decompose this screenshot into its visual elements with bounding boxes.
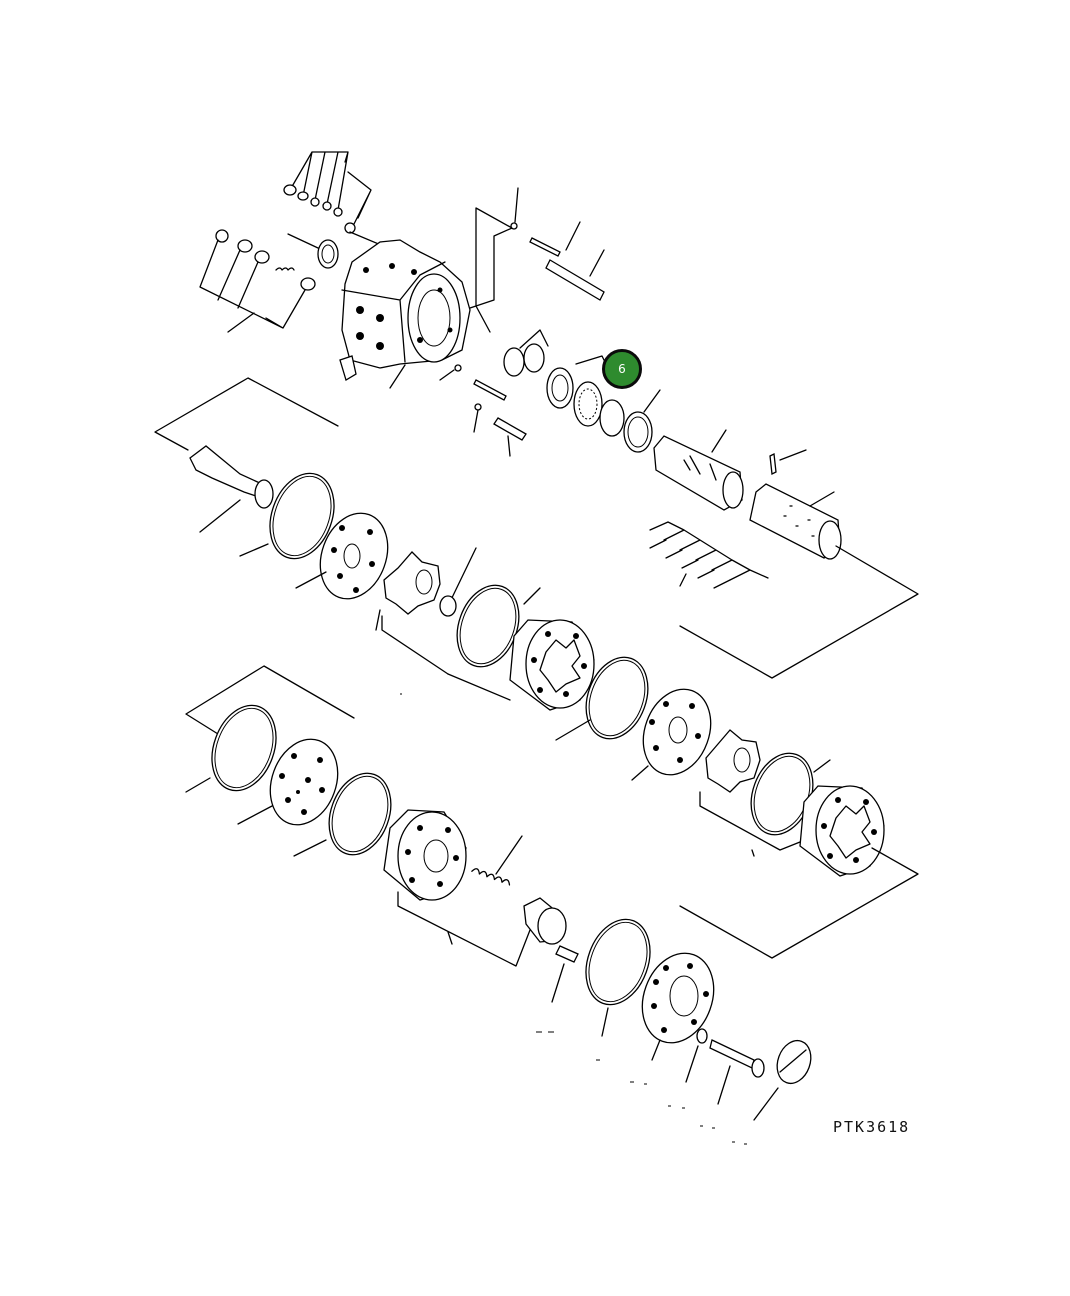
o-ring-5 [328, 772, 392, 856]
valve-housing [341, 239, 471, 389]
spacer-plate [295, 512, 389, 600]
star-rotor-2 [705, 729, 761, 793]
drive-link-small [439, 595, 457, 617]
cap-plug [753, 1039, 812, 1121]
fitting-group-top [283, 151, 389, 249]
gerotor-housing-2 [799, 785, 885, 877]
gerotor-housing-1 [509, 619, 595, 711]
leader-plug [397, 891, 531, 967]
end-cap-plate [383, 809, 467, 901]
centering-springs [649, 521, 769, 589]
o-ring-3 [585, 656, 649, 740]
pin-group-top-right [510, 187, 605, 301]
callout-marker[interactable]: 6 [602, 349, 642, 389]
fitting-group-left [199, 229, 339, 333]
leader-housing-1 [375, 609, 511, 701]
check-valve-plug [523, 897, 567, 945]
check-spring [471, 868, 511, 886]
drive-shaft [189, 445, 274, 533]
washer [696, 1028, 708, 1044]
small-parts-middle [339, 355, 527, 457]
leader-bracket-lower [185, 665, 355, 735]
o-ring-1 [269, 472, 335, 560]
seal-group [503, 329, 661, 453]
o-ring-4 [211, 704, 277, 792]
pin-lower [555, 945, 579, 963]
star-rotor-1 [383, 551, 441, 615]
spool-sleeve [653, 429, 842, 560]
o-ring-6 [585, 918, 651, 1006]
leader-bracket-upper [154, 377, 919, 679]
leader-rotor-1 [381, 547, 477, 675]
leader-bracket-top [469, 207, 513, 333]
spacer-plate-2 [237, 738, 339, 826]
spacer-plate-3 [631, 688, 712, 781]
end-cover [641, 952, 715, 1061]
bolt [709, 1039, 755, 1069]
leader-bracket-lower-right [679, 791, 919, 959]
drawing-code-label: PTK3618 [833, 1118, 911, 1136]
